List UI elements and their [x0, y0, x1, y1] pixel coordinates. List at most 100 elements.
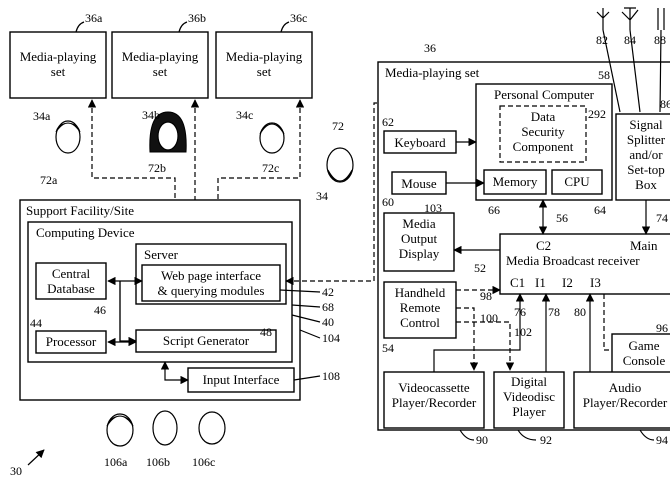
input-interface-label: Input Interface: [203, 372, 280, 387]
ref-62: 62: [382, 115, 394, 129]
ref-60: 60: [382, 195, 394, 209]
operator-face-a-icon: [106, 413, 134, 447]
ref-68: 68: [322, 300, 334, 314]
ref-36: 36: [424, 41, 436, 55]
ref-292: 292: [588, 107, 606, 121]
input-interface: Input Interface: [187, 367, 295, 393]
ref-46: 46: [94, 303, 106, 317]
ref-92: 92: [540, 433, 552, 447]
ref-34: 34: [316, 189, 328, 203]
ref-106c: 106c: [192, 455, 215, 469]
ref-58: 58: [598, 68, 610, 82]
ref-106a: 106a: [104, 455, 128, 469]
ref-74: 74: [656, 211, 668, 225]
ref-104: 104: [322, 331, 340, 345]
ref-108: 108: [322, 369, 340, 383]
mouse-label: Mouse: [401, 176, 437, 191]
computing-device-label: Computing Device: [36, 225, 135, 240]
c2-label: C2: [536, 238, 551, 253]
ref-84: 84: [624, 33, 636, 47]
ref-82: 82: [596, 33, 608, 47]
ref-52: 52: [474, 261, 486, 275]
ref-103: 103: [424, 201, 442, 215]
ref-72: 72: [332, 119, 344, 133]
ref-88: 88: [654, 33, 666, 47]
ref-42: 42: [322, 285, 334, 299]
cpu: CPU: [551, 169, 603, 195]
ref-40: 40: [322, 315, 334, 329]
ref-34c: 34c: [236, 108, 253, 122]
user-face-34-icon: [326, 147, 354, 183]
ref-106b: 106b: [146, 455, 170, 469]
ref-36a: 36a: [85, 11, 103, 25]
script-generator: Script Generator: [135, 329, 277, 353]
antenna-icons: [596, 7, 665, 113]
ref-80: 80: [574, 305, 586, 319]
ref-98: 98: [480, 289, 492, 303]
support-facility-label: Support Facility/Site: [26, 203, 134, 218]
ref-78: 78: [548, 305, 560, 319]
ref-30: 30: [10, 464, 22, 478]
i1-label: I1: [535, 275, 546, 290]
keyboard-label: Keyboard: [394, 135, 446, 150]
i3-label: I3: [590, 275, 601, 290]
ref-54: 54: [382, 341, 394, 355]
processor: Processor: [35, 330, 107, 354]
operator-face-c-icon: [198, 411, 226, 445]
processor-label: Processor: [46, 334, 97, 349]
operator-face-b-icon: [152, 410, 178, 446]
server-label: Server: [144, 247, 179, 262]
main-label: Main: [630, 238, 658, 253]
cpu-label: CPU: [564, 174, 590, 189]
personal-computer-label: Personal Computer: [494, 87, 595, 102]
mouse: Mouse: [391, 171, 447, 195]
ref-34a: 34a: [33, 109, 51, 123]
memory-label: Memory: [493, 174, 538, 189]
ref-34b: 34b: [142, 108, 160, 122]
ref-94: 94: [656, 433, 668, 447]
i2-label: I2: [562, 275, 573, 290]
ref-90: 90: [476, 433, 488, 447]
ref-56: 56: [556, 211, 568, 225]
user-face-a-icon: [55, 120, 81, 154]
ref-102: 102: [514, 325, 532, 339]
ref-86: 86: [660, 97, 670, 111]
ref-36b: 36b: [188, 11, 206, 25]
ref-66: 66: [488, 203, 500, 217]
media-broadcast-label: Media Broadcast receiver: [506, 253, 640, 268]
ref-100: 100: [480, 311, 498, 325]
web-page-interface: Web page interface& querying modules: [141, 264, 281, 302]
user-face-c-icon: [259, 122, 285, 154]
media-playing-set-label: Media-playing set: [385, 65, 480, 80]
ref-72a: 72a: [40, 173, 58, 187]
memory: Memory: [483, 169, 547, 195]
ref-36c: 36c: [290, 11, 307, 25]
media-broadcast-receiver: C2 Main Media Broadcast receiver C1 I1 I…: [499, 233, 670, 295]
ref-48: 48: [260, 325, 272, 339]
ref-96: 96: [656, 321, 668, 335]
